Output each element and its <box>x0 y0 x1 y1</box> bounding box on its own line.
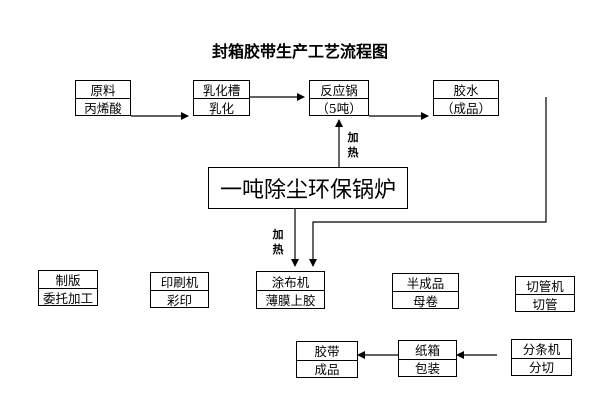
box-emulsion-tank-name: 乳化槽 <box>202 83 241 98</box>
box-emulsion-tank-detail: 乳化 <box>194 98 249 116</box>
box-plate-making-name: 制版 <box>55 273 81 288</box>
heat-label-reactor: 加 热 <box>346 130 360 160</box>
box-tube-cutter-name: 切管机 <box>526 279 564 294</box>
box-glue-detail: （成品） <box>434 98 498 116</box>
box-reactor: 反应锅 （5吨） <box>309 80 369 116</box>
box-tube-cutter-detail: 切管 <box>516 294 574 312</box>
boiler-box: 一吨除尘环保锅炉 <box>208 167 408 209</box>
box-finished-tape: 胶带 成品 <box>296 341 358 378</box>
box-coater: 涂布机 薄膜上胶 <box>256 271 325 309</box>
heat-label-coater: 加 热 <box>271 227 285 257</box>
box-glue: 胶水 （成品） <box>433 80 499 116</box>
box-finished-tape-name: 胶带 <box>314 344 340 360</box>
box-printer: 印刷机 彩印 <box>150 272 209 308</box>
box-printer-name: 印刷机 <box>160 275 199 290</box>
box-slitter-detail: 分切 <box>512 357 571 375</box>
box-reactor-detail: （5吨） <box>310 98 368 116</box>
box-carton: 纸箱 包装 <box>398 340 457 377</box>
box-tube-cutter: 切管机 切管 <box>515 276 575 312</box>
box-slitter-name: 分条机 <box>522 342 561 358</box>
box-raw-material-detail: 丙烯酸 <box>76 98 130 116</box>
box-carton-detail: 包装 <box>399 358 456 376</box>
box-plate-making: 制版 委托加工 <box>38 270 98 306</box>
box-glue-name: 胶水 <box>453 83 479 98</box>
box-coater-detail: 薄膜上胶 <box>257 290 324 308</box>
box-emulsion-tank: 乳化槽 乳化 <box>193 80 250 116</box>
box-reactor-name: 反应锅 <box>320 83 358 98</box>
heat-label-coater-char-2: 热 <box>272 243 284 256</box>
heat-label-reactor-char-2: 热 <box>347 146 359 159</box>
box-plate-making-detail: 委托加工 <box>39 288 97 306</box>
box-printer-detail: 彩印 <box>151 290 208 308</box>
box-semi-finished-name: 半成品 <box>406 276 445 291</box>
box-slitter: 分条机 分切 <box>511 339 572 376</box>
box-carton-name: 纸箱 <box>414 343 440 359</box>
arrow-glue-to-coater <box>309 97 547 267</box>
box-semi-finished-detail: 母卷 <box>393 291 458 309</box>
box-semi-finished: 半成品 母卷 <box>392 273 459 309</box>
box-finished-tape-detail: 成品 <box>297 359 357 377</box>
box-coater-name: 涂布机 <box>271 274 310 290</box>
heat-label-reactor-char-1: 加 <box>347 131 359 144</box>
box-raw-material-name: 原料 <box>90 83 116 98</box>
diagram-title: 封箱胶带生产工艺流程图 <box>211 42 388 61</box>
box-raw-material: 原料 丙烯酸 <box>75 80 131 116</box>
heat-label-coater-char-1: 加 <box>272 228 284 241</box>
